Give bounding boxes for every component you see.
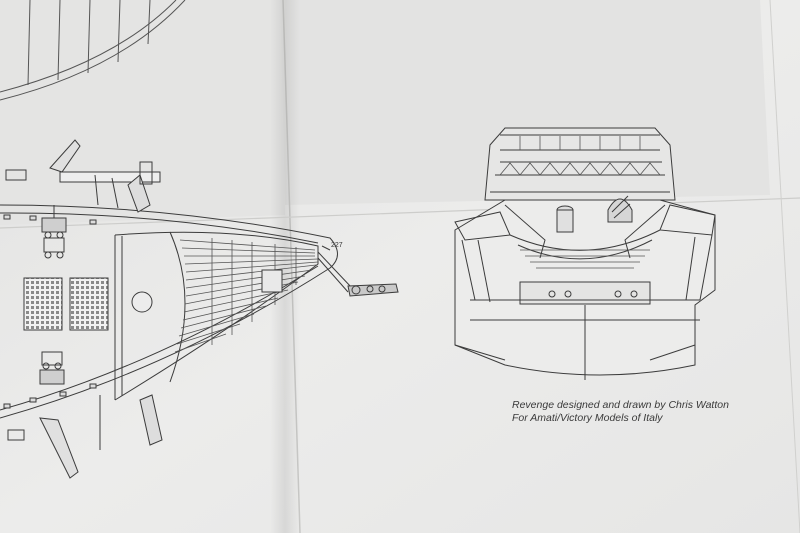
caption-designer-line: Revenge designed and drawn by Chris Watt… bbox=[512, 399, 729, 411]
bow-deck-plan bbox=[0, 139, 399, 479]
part-number-label: 227 bbox=[331, 242, 343, 249]
stern-elevation bbox=[454, 127, 716, 380]
caption-publisher-line: For Amati/Victory Models of Italy bbox=[512, 412, 663, 424]
figurehead bbox=[347, 283, 399, 297]
cathead-top bbox=[5, 139, 161, 213]
plan-caption: Revenge designed and drawn by Chris Watt… bbox=[512, 399, 729, 425]
hull-arc bbox=[0, 0, 186, 101]
cannon-top bbox=[41, 205, 67, 259]
cannon-bottom bbox=[39, 351, 65, 385]
grating-left bbox=[23, 277, 63, 331]
grating-right bbox=[69, 277, 109, 331]
cathead-bottom bbox=[7, 394, 163, 479]
